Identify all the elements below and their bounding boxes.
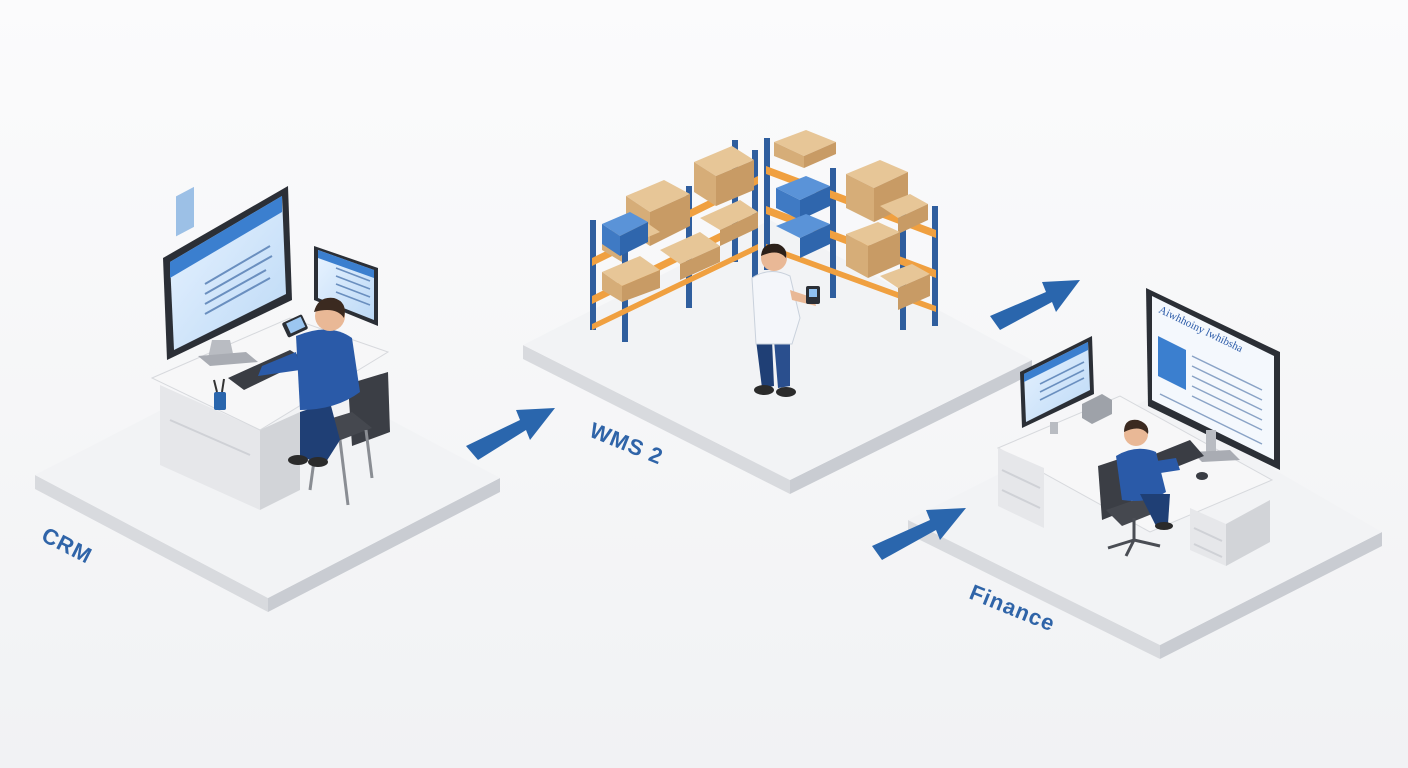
finance-small-monitor-screen [1024, 342, 1090, 422]
crm-desk-front [160, 385, 260, 510]
wms-station: WMS 2 [523, 130, 1032, 494]
finance-platform-side-left [908, 520, 1160, 659]
arrow-wms-to-finance [990, 280, 1080, 330]
finance-big-monitor-screen [1152, 296, 1274, 460]
crm-desk-drawer-line [169, 419, 251, 456]
crm-monitor-screen [170, 196, 286, 350]
crm-monitor-header-bar [170, 196, 282, 278]
crm-platform-side-right [268, 478, 500, 612]
finance-monitor-blue-panel [1158, 336, 1186, 390]
wms-shelf-right [764, 130, 938, 330]
finance-desk-left-pedestal [998, 448, 1044, 528]
wms-platform-side-left [523, 345, 790, 494]
wms-platform-side-right [790, 360, 1032, 494]
crm-worker [258, 297, 360, 467]
wms-boxes-left [602, 146, 758, 302]
finance-monitor-text-lines [1159, 355, 1263, 445]
wms-shelf-left [590, 140, 758, 342]
crm-platform-side-left [35, 475, 268, 612]
wms-boxes-right [774, 130, 930, 310]
finance-worker [1116, 419, 1180, 530]
crm-monitor-text-lines [204, 245, 273, 315]
finance-printer [1082, 394, 1112, 424]
crm-monitor-sidebar [176, 186, 194, 237]
finance-small-monitor-header [1024, 342, 1088, 382]
finance-desk-right-pedestal-side [1226, 500, 1270, 566]
finance-mouse [1196, 472, 1208, 480]
crm-pen-holder [214, 392, 226, 410]
arrow-crm-to-wms [466, 408, 555, 460]
finance-desk-right-pedestal-front [1190, 508, 1226, 566]
crm-monitor-base [198, 352, 258, 366]
crm-station: CRM [35, 186, 500, 612]
wms-worker [751, 243, 820, 397]
finance-platform-side-right [1160, 532, 1382, 659]
crm-desk-side [260, 412, 300, 510]
arrow-into-finance [872, 508, 966, 560]
finance-station: Aiwhhoiny lwhibsha [908, 288, 1382, 659]
crm-monitor-stand [208, 340, 234, 358]
crm-second-monitor-lines [335, 267, 371, 306]
crm-second-monitor-header [318, 250, 374, 278]
